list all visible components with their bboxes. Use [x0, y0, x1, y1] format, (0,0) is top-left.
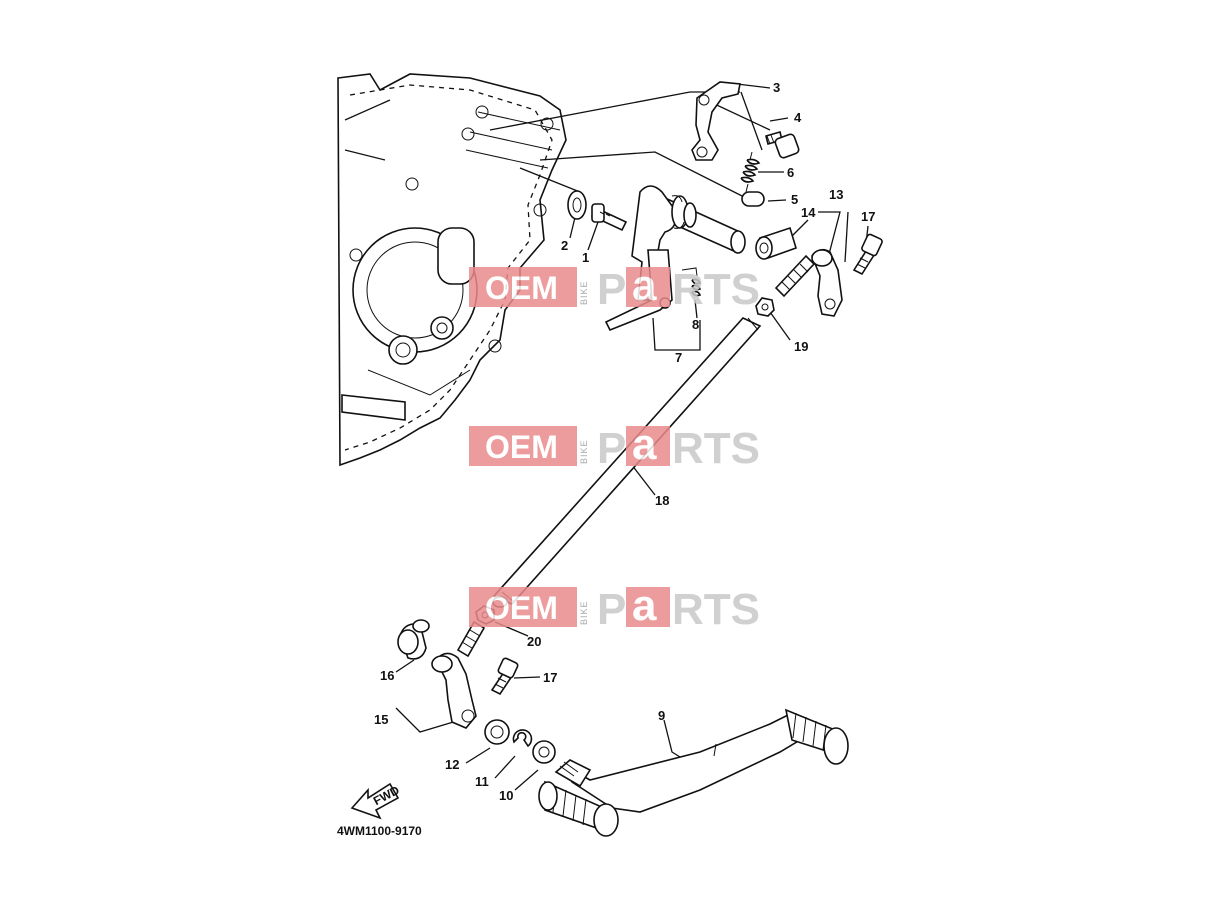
callout-14: 14: [801, 205, 816, 220]
part-rod-end-upper: [774, 254, 816, 298]
watermark-a-box: [626, 267, 670, 307]
watermark-a-box: [626, 587, 670, 627]
callout-2: 2: [561, 238, 568, 253]
part-collar-2: [567, 190, 587, 220]
part-washer-10: [532, 740, 556, 764]
part-spring-6: [740, 151, 761, 193]
watermark-a-box: [626, 426, 670, 466]
watermark-oem: OEM: [485, 270, 558, 306]
watermark-bike: BIKE: [579, 439, 589, 464]
callout-5: 5: [791, 192, 798, 207]
watermark-middle: OEM BIKE P a RTS: [469, 420, 760, 473]
watermark-oem-box: [469, 426, 577, 466]
watermark-p: P: [597, 424, 626, 473]
watermark-oem: OEM: [485, 429, 558, 465]
callout-19: 19: [794, 339, 808, 354]
callout-8: 8: [692, 317, 699, 332]
part-circlip-11: [512, 729, 533, 748]
part-bolt-17-lower: [490, 657, 519, 696]
part-nut-19: [755, 297, 775, 317]
callout-16: 16: [380, 668, 394, 683]
watermark-rts: RTS: [672, 585, 760, 634]
watermark-bike: BIKE: [579, 600, 589, 625]
watermark-a: a: [632, 261, 657, 310]
watermark-oem: OEM: [485, 590, 558, 626]
callout-18: 18: [655, 493, 669, 508]
watermark-bottom: OEM BIKE P a RTS: [469, 581, 760, 634]
callout-13: 13: [829, 187, 843, 202]
callout-1: 1: [582, 250, 589, 265]
watermark-oem-box: [469, 587, 577, 627]
part-shift-pedal-9: [538, 708, 849, 837]
part-stopper-lever: [691, 81, 741, 161]
watermark-p: P: [597, 265, 626, 314]
callout-11: 11: [475, 774, 489, 789]
callout-6: 6: [787, 165, 794, 180]
watermark-rts: RTS: [672, 265, 760, 314]
watermark-a: a: [632, 420, 657, 469]
watermark-p: P: [597, 585, 626, 634]
callout-3: 3: [773, 80, 780, 95]
callout-17-upper: 17: [861, 209, 875, 224]
part-rod-end-lower: [456, 620, 486, 658]
part-shift-arm-15: [431, 652, 477, 729]
watermark-top: OEM BIKE P a RTS: [469, 261, 760, 314]
part-bolt-17-upper: [852, 233, 883, 276]
watermark-rts: RTS: [672, 424, 760, 473]
fwd-arrow-icon: FWD: [350, 783, 402, 820]
callouts: 3 4 6 5 13 14 17 2 1 8 7 19 18 20 16 17 …: [374, 80, 875, 803]
callout-15: 15: [374, 712, 388, 727]
callout-10: 10: [499, 788, 513, 803]
watermark-oem-box: [469, 267, 577, 307]
part-pin-5: [741, 191, 765, 207]
part-joint-14: [755, 226, 797, 260]
watermark-a: a: [632, 581, 657, 630]
part-bolt-4: [765, 131, 800, 159]
part-shift-arm-13: [811, 248, 843, 317]
part-joint-16: [397, 619, 430, 660]
callout-17-lower: 17: [543, 670, 557, 685]
callout-9: 9: [658, 708, 665, 723]
callout-12: 12: [445, 757, 459, 772]
callout-20: 20: [527, 634, 541, 649]
callout-4: 4: [794, 110, 802, 125]
part-stud-1: [590, 203, 628, 232]
diagram-code: 4WM1100-9170: [337, 824, 422, 838]
part-collar-12: [484, 719, 510, 745]
watermark-bike: BIKE: [579, 280, 589, 305]
callout-7: 7: [675, 350, 682, 365]
